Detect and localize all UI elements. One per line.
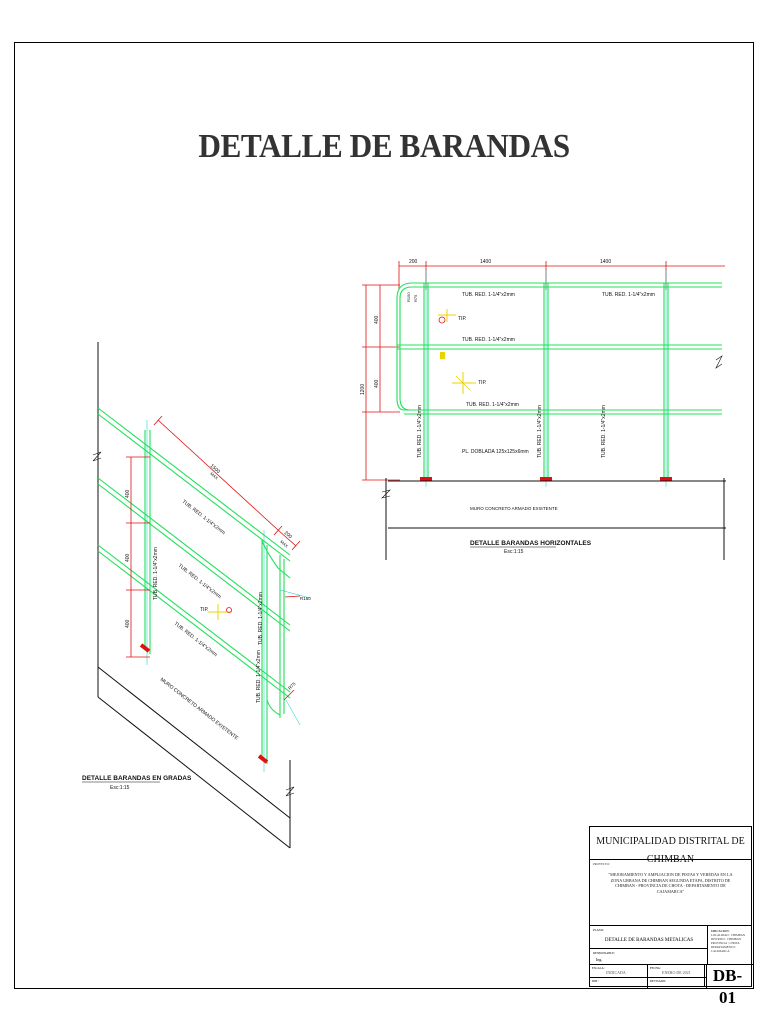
tb-fecha-label: FECHA: xyxy=(648,965,707,977)
s-dim-length-sub: MAX xyxy=(209,471,219,481)
tb-escala-label: ESCALA: xyxy=(590,965,648,977)
h-pipe-low: TUB. RED. 1-1/4"x2mm xyxy=(466,402,519,408)
tb-fecha: ENERO DE 2021 xyxy=(662,970,691,975)
tb-bottom: ESCALA: FECHA: INDICADA ENERO DE 2021 DI… xyxy=(590,964,753,989)
s-rise-1: 400 xyxy=(125,489,131,498)
s-post-label-3: TUB. RED. 1-1/4"x2mm xyxy=(258,592,264,645)
tb-ubicacion-label: UBICACION: xyxy=(711,929,730,933)
tb-dib-label: DIB.: xyxy=(590,977,648,989)
h-radius-1: R150 xyxy=(406,292,411,302)
s-radius-1: R150 xyxy=(300,596,311,601)
sheet-title: DETALLE DE BARANDAS xyxy=(198,128,570,165)
s-pipe-label-1: TUB. RED. 1-1/4"x2mm xyxy=(181,499,226,536)
s-post-label-1: TUB. RED. 1-1/4"x2mm xyxy=(153,547,159,600)
tb-plano-label: PLANO: xyxy=(593,928,604,932)
s-dim-end-sub: MAX xyxy=(279,539,289,549)
tb-ubicacion: UBICACION: LOCALIDAD : CHIMBAN DISTRITO … xyxy=(707,926,753,964)
s-tip-label: TIP. xyxy=(200,607,209,613)
h-dim-3: 1400 xyxy=(600,259,611,265)
tb-resp: Ing. xyxy=(596,957,603,962)
h-scale: Esc:1:15 xyxy=(504,549,524,555)
h-radius-2: R75 xyxy=(413,294,418,302)
s-rise-2: 400 xyxy=(125,553,131,562)
h-caption: DETALLE BARANDAS HORIZONTALES xyxy=(470,540,592,547)
tb-project-label: PROYECTO: xyxy=(593,862,610,866)
s-rails xyxy=(97,407,291,764)
h-pipe-top-left: TUB. RED. 1-1/4"x2mm xyxy=(462,292,515,298)
s-rise-3: 400 xyxy=(125,619,131,628)
tb-project: "MEJORAMIENTO Y AMPLIACION DE PISTAS Y V… xyxy=(590,860,751,926)
tb-drawing-code: DB-01 xyxy=(704,965,750,1007)
tb-divider xyxy=(590,948,707,949)
h-height-1: 400 xyxy=(374,315,380,324)
h-dim-2: 1400 xyxy=(480,259,491,265)
h-pipe-top-right: TUB. RED. 1-1/4"x2mm xyxy=(602,292,655,298)
h-tip-marker-1 xyxy=(438,309,456,324)
s-pipe-label-3: TUB. RED. 1-1/4"x2mm xyxy=(173,621,218,658)
h-wall-label: MURO CONCRETO ARMADO EXISTENTE xyxy=(470,506,558,511)
tb-ubicacion-value: LOCALIDAD : CHIMBAN DISTRITO : CHIMBAN P… xyxy=(711,933,745,953)
tb-municipality: MUNICIPALIDAD DISTRITAL DE CHIMBAN xyxy=(590,827,751,865)
h-height-total: 1200 xyxy=(360,384,366,395)
s-wall-label: MURO CONCRETO ARMADO EXISTENTE xyxy=(159,677,240,742)
h-post-1: TUB. RED. 1-1/4"x2mm xyxy=(417,405,423,458)
sheet-frame xyxy=(14,42,754,989)
s-radius-2: R75 xyxy=(287,681,297,691)
h-dim-1: 200 xyxy=(409,259,418,265)
s-scale: Esc:1:15 xyxy=(110,785,130,791)
tb-resp-label: RESPONSABLE: xyxy=(593,951,615,955)
h-tip-2: TIP. xyxy=(478,380,487,386)
h-plate-label: PL. DOBLADA 125x125x6mm xyxy=(462,449,529,455)
h-tip-1: TIP. xyxy=(458,316,467,322)
tb-plano: DETALLE DE BARANDAS METALICAS xyxy=(604,938,694,943)
h-post-3: TUB. RED. 1-1/4"x2mm xyxy=(601,405,607,458)
tb-rev-label: REVISADO: xyxy=(648,977,707,989)
tb-escala: INDICADA xyxy=(606,970,626,975)
s-dim-end: 200 xyxy=(283,530,293,540)
s-tip-marker xyxy=(208,604,232,620)
title-block: MUNICIPALIDAD DISTRITAL DE CHIMBAN PROYE… xyxy=(589,826,753,1007)
h-rails xyxy=(396,282,722,480)
h-post-2: TUB. RED. 1-1/4"x2mm xyxy=(537,405,543,458)
h-tip-marker-2 xyxy=(440,352,476,394)
h-pipe-mid: TUB. RED. 1-1/4"x2mm xyxy=(462,337,515,343)
s-post-label-2: TUB. RED. 1-1/4"x2mm xyxy=(256,650,262,703)
s-caption: DETALLE BARANDAS EN GRADAS xyxy=(82,775,192,782)
h-height-2: 400 xyxy=(374,379,380,388)
